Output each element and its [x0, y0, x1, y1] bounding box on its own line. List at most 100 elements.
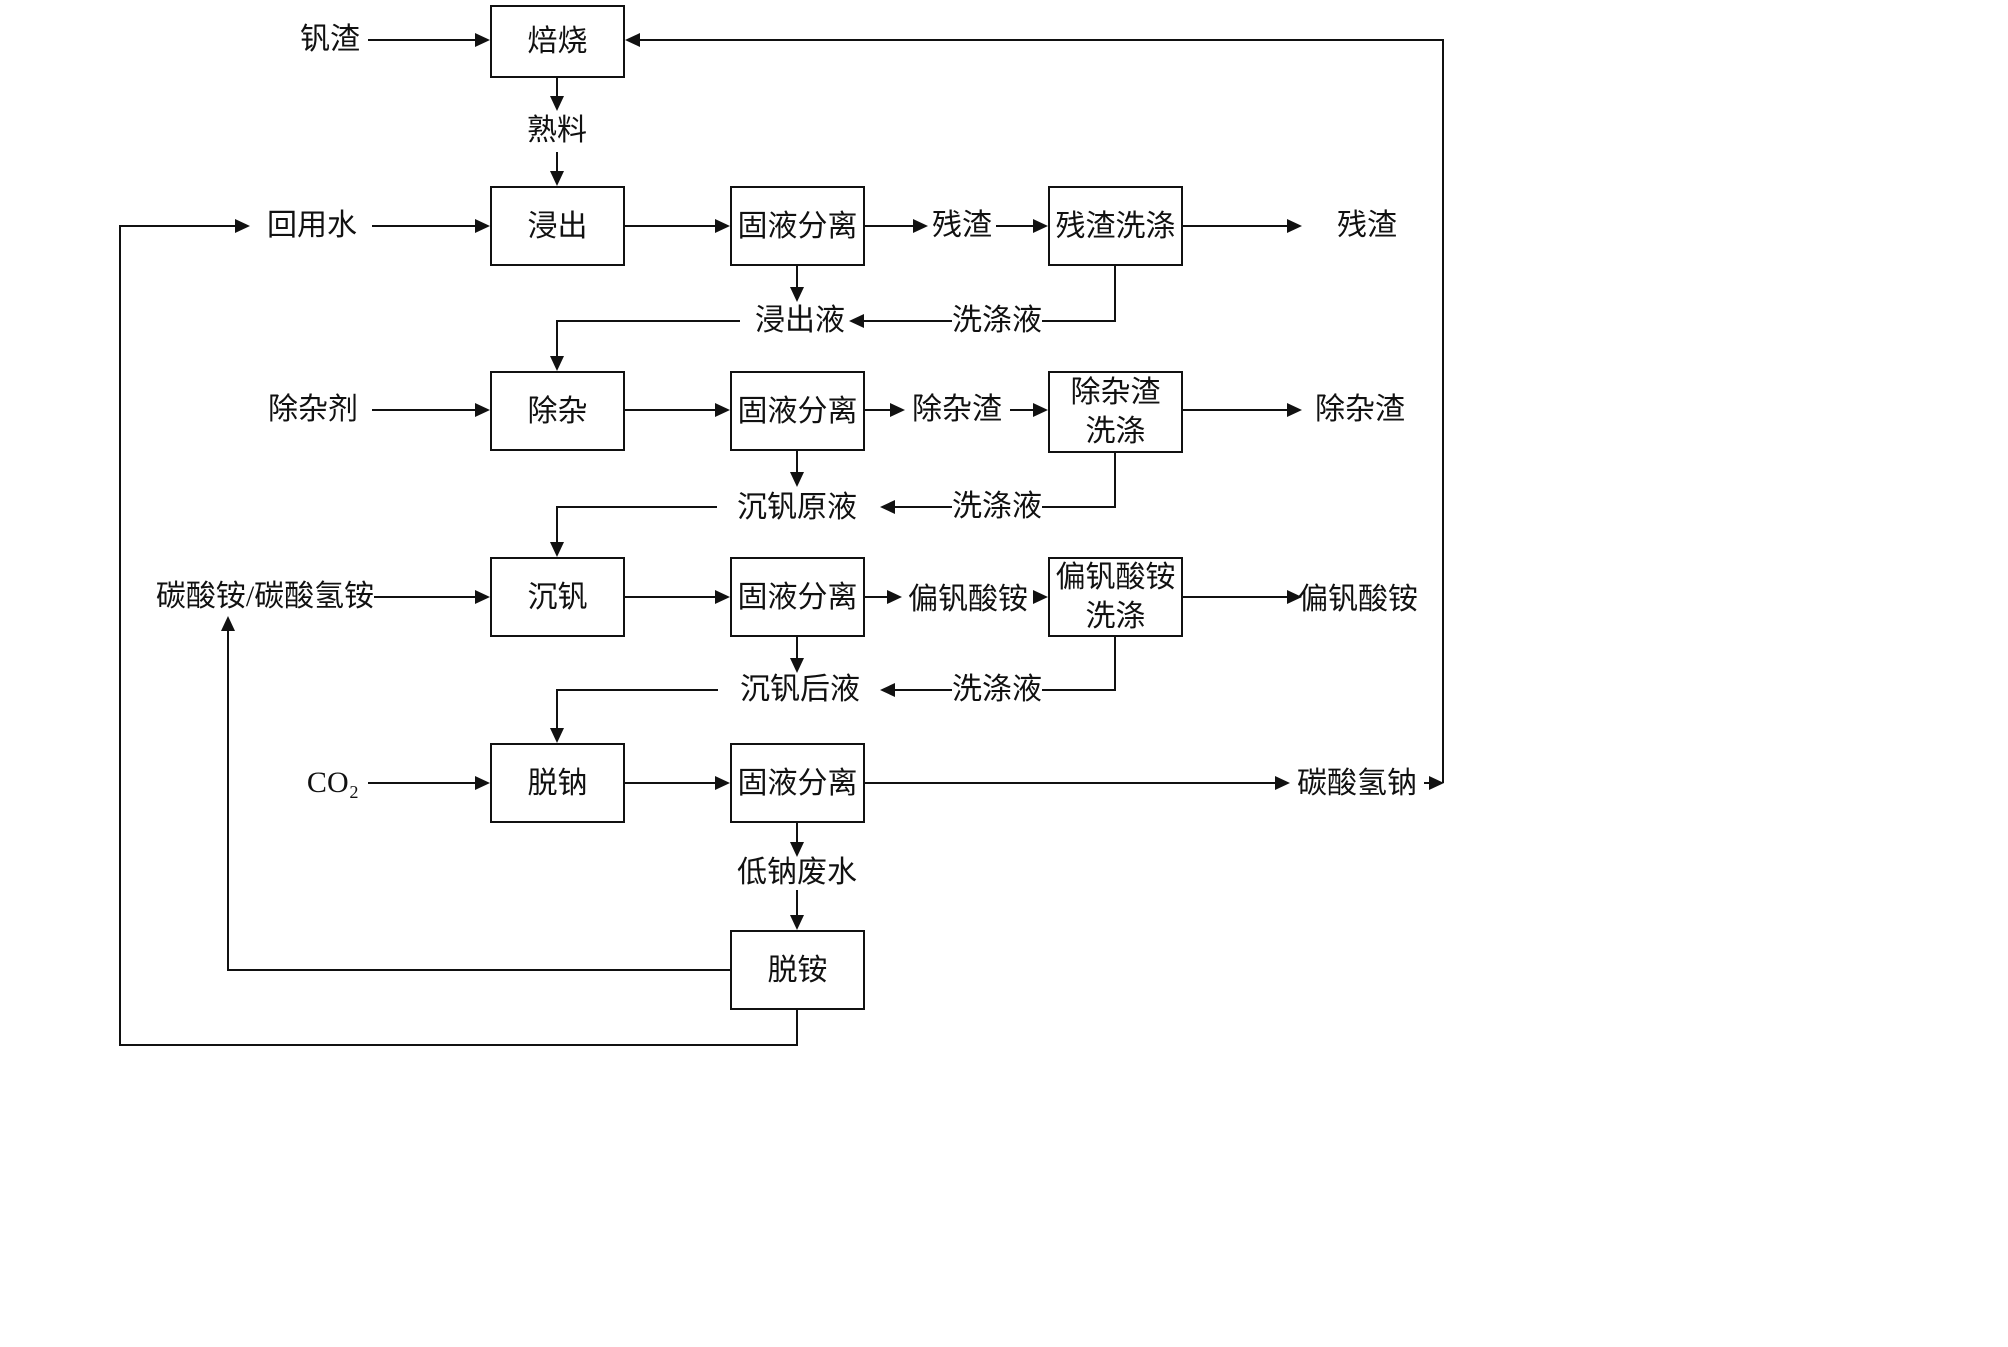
connector-washliq1-left: [864, 320, 952, 322]
label-post-precip-solution: 沉钒后液: [740, 673, 860, 706]
connector-washliq2-right: [1042, 506, 1116, 508]
arrowhead-washliq1-to-leachate: [849, 314, 864, 328]
label-low-sodium-wastewater: 低钠废水: [737, 856, 857, 889]
connector-sep3-down: [796, 637, 798, 659]
arrowhead-into-precipitation: [550, 542, 564, 557]
arrowhead-to-wastewater: [790, 842, 804, 857]
connector-sep1-down: [796, 266, 798, 288]
connector-washliq3-right: [1042, 689, 1116, 691]
box-metavanadate-wash: 偏钒酸铵 洗涤: [1048, 557, 1183, 637]
label-wash-liquid-2: 洗涤液: [952, 490, 1042, 523]
arrowhead-to-residue-out: [1287, 219, 1302, 233]
connector-wash-to-residue-out: [1183, 225, 1288, 227]
arrowhead-to-postliq: [790, 658, 804, 673]
box-solid-liquid-sep-4: 固液分离: [730, 743, 865, 823]
connector-slag-to-roast: [368, 39, 476, 41]
connector-leachate-down: [556, 320, 558, 358]
connector-loop-to-water: [119, 225, 236, 227]
arrowhead-into-leach-left: [475, 219, 490, 233]
connector-agent-to-impurity: [372, 409, 476, 411]
arrowhead-to-amv-out: [1287, 590, 1302, 604]
connector-wash-to-amv-out: [1183, 596, 1288, 598]
box-leach: 浸出: [490, 186, 625, 266]
connector-carbonate-to-precip: [374, 596, 476, 598]
label-co2: CO₂: [306, 766, 360, 799]
arrowhead-to-recycled-water: [235, 219, 250, 233]
connector-sep4-to-bicarb: [865, 782, 1276, 784]
connector-sep4-down: [796, 823, 798, 843]
connector-sep2-down: [796, 451, 798, 473]
label-clinker: 熟料: [527, 114, 587, 147]
arrowhead-to-amv: [887, 590, 902, 604]
connector-precip-to-sep3: [625, 596, 716, 598]
arrowhead-into-leach: [550, 171, 564, 186]
arrowhead-to-carbonate: [221, 616, 235, 631]
connector-sep2-to-impres: [865, 409, 891, 411]
box-residue-wash: 残渣洗涤: [1048, 186, 1183, 266]
box-solid-liquid-sep-3: 固液分离: [730, 557, 865, 637]
box-vanadium-precipitation: 沉钒: [490, 557, 625, 637]
connector-bottom: [119, 1044, 798, 1046]
connector-deammonium-down: [796, 1010, 798, 1046]
connector-wash-to-impres-out: [1183, 409, 1288, 411]
connector-left-riser: [119, 225, 121, 1046]
label-precip-stock-solution: 沉钒原液: [737, 491, 857, 524]
arrowhead-into-impres-wash: [1033, 403, 1048, 417]
arrowhead-into-deammonium: [790, 915, 804, 930]
arrowhead-into-precip: [475, 590, 490, 604]
connector-co2-to-desodium: [368, 782, 476, 784]
connector-washliq3-left: [895, 689, 952, 691]
arrowhead-to-leachate: [790, 287, 804, 302]
connector-deammonium-riser: [227, 631, 229, 971]
connector-impres-to-wash: [1010, 409, 1034, 411]
arrowhead-into-impurity-removal: [550, 356, 564, 371]
arrowhead-into-residue-wash: [1033, 219, 1048, 233]
connector-wastewater-down: [796, 890, 798, 916]
box-roast: 焙烧: [490, 5, 625, 78]
label-metavanadate-mid: 偏钒酸铵: [908, 583, 1028, 616]
label-impurity-agent: 除杂剂: [268, 393, 358, 426]
connector-washliq2-left: [895, 506, 952, 508]
label-residue-mid: 残渣: [932, 209, 992, 242]
connector-stock-left: [556, 506, 717, 508]
arrowhead-return-into-roast: [625, 33, 640, 47]
connector-deammonium-left: [227, 969, 730, 971]
connector-amv-wash-down: [1114, 637, 1116, 690]
arrowhead-into-sep2: [715, 403, 730, 417]
box-solid-liquid-sep-1: 固液分离: [730, 186, 865, 266]
label-impurity-residue-out: 除杂渣: [1315, 393, 1405, 426]
arrowhead-into-amv-wash: [1033, 590, 1048, 604]
label-sodium-bicarbonate: 碳酸氢钠: [1297, 767, 1417, 800]
connector-desodium-to-sep4: [625, 782, 716, 784]
arrowhead-into-sep4: [715, 776, 730, 790]
box-deammonium: 脱铵: [730, 930, 865, 1010]
arrowhead-bicarb-into-riser: [1429, 776, 1444, 790]
arrowhead-into-sep1: [715, 219, 730, 233]
connector-roast-down: [556, 78, 558, 97]
label-ammonium-carbonates: 碳酸铵/碳酸氢铵: [155, 580, 375, 613]
box-impurity-removal: 除杂: [490, 371, 625, 451]
arrowhead-to-bicarb: [1275, 776, 1290, 790]
arrowhead-into-desodium-left: [475, 776, 490, 790]
arrowhead-washliq2-to-stock: [880, 500, 895, 514]
arrowhead-to-residue: [913, 219, 928, 233]
arrowhead-into-desodium: [550, 728, 564, 743]
arrowhead-into-roast: [475, 33, 490, 47]
label-vanadium-slag: 钒渣: [300, 23, 360, 56]
connector-stock-down: [556, 506, 558, 544]
connector-right-riser: [1442, 39, 1444, 783]
label-metavanadate-out: 偏钒酸铵: [1298, 583, 1418, 616]
connector-residue-to-wash: [996, 225, 1034, 227]
box-desodium: 脱钠: [490, 743, 625, 823]
connector-washliq1-right: [1042, 320, 1116, 322]
arrowhead-to-clinker: [550, 96, 564, 111]
label-impurity-residue-mid: 除杂渣: [912, 393, 1002, 426]
connector-leachate-left: [556, 320, 740, 322]
label-wash-liquid-1: 洗涤液: [952, 304, 1042, 337]
arrowhead-to-impres: [890, 403, 905, 417]
connector-postliq-left: [556, 689, 718, 691]
connector-residue-wash-down: [1114, 266, 1116, 321]
label-leachate: 浸出液: [755, 304, 845, 337]
connector-impurity-to-sep2: [625, 409, 716, 411]
